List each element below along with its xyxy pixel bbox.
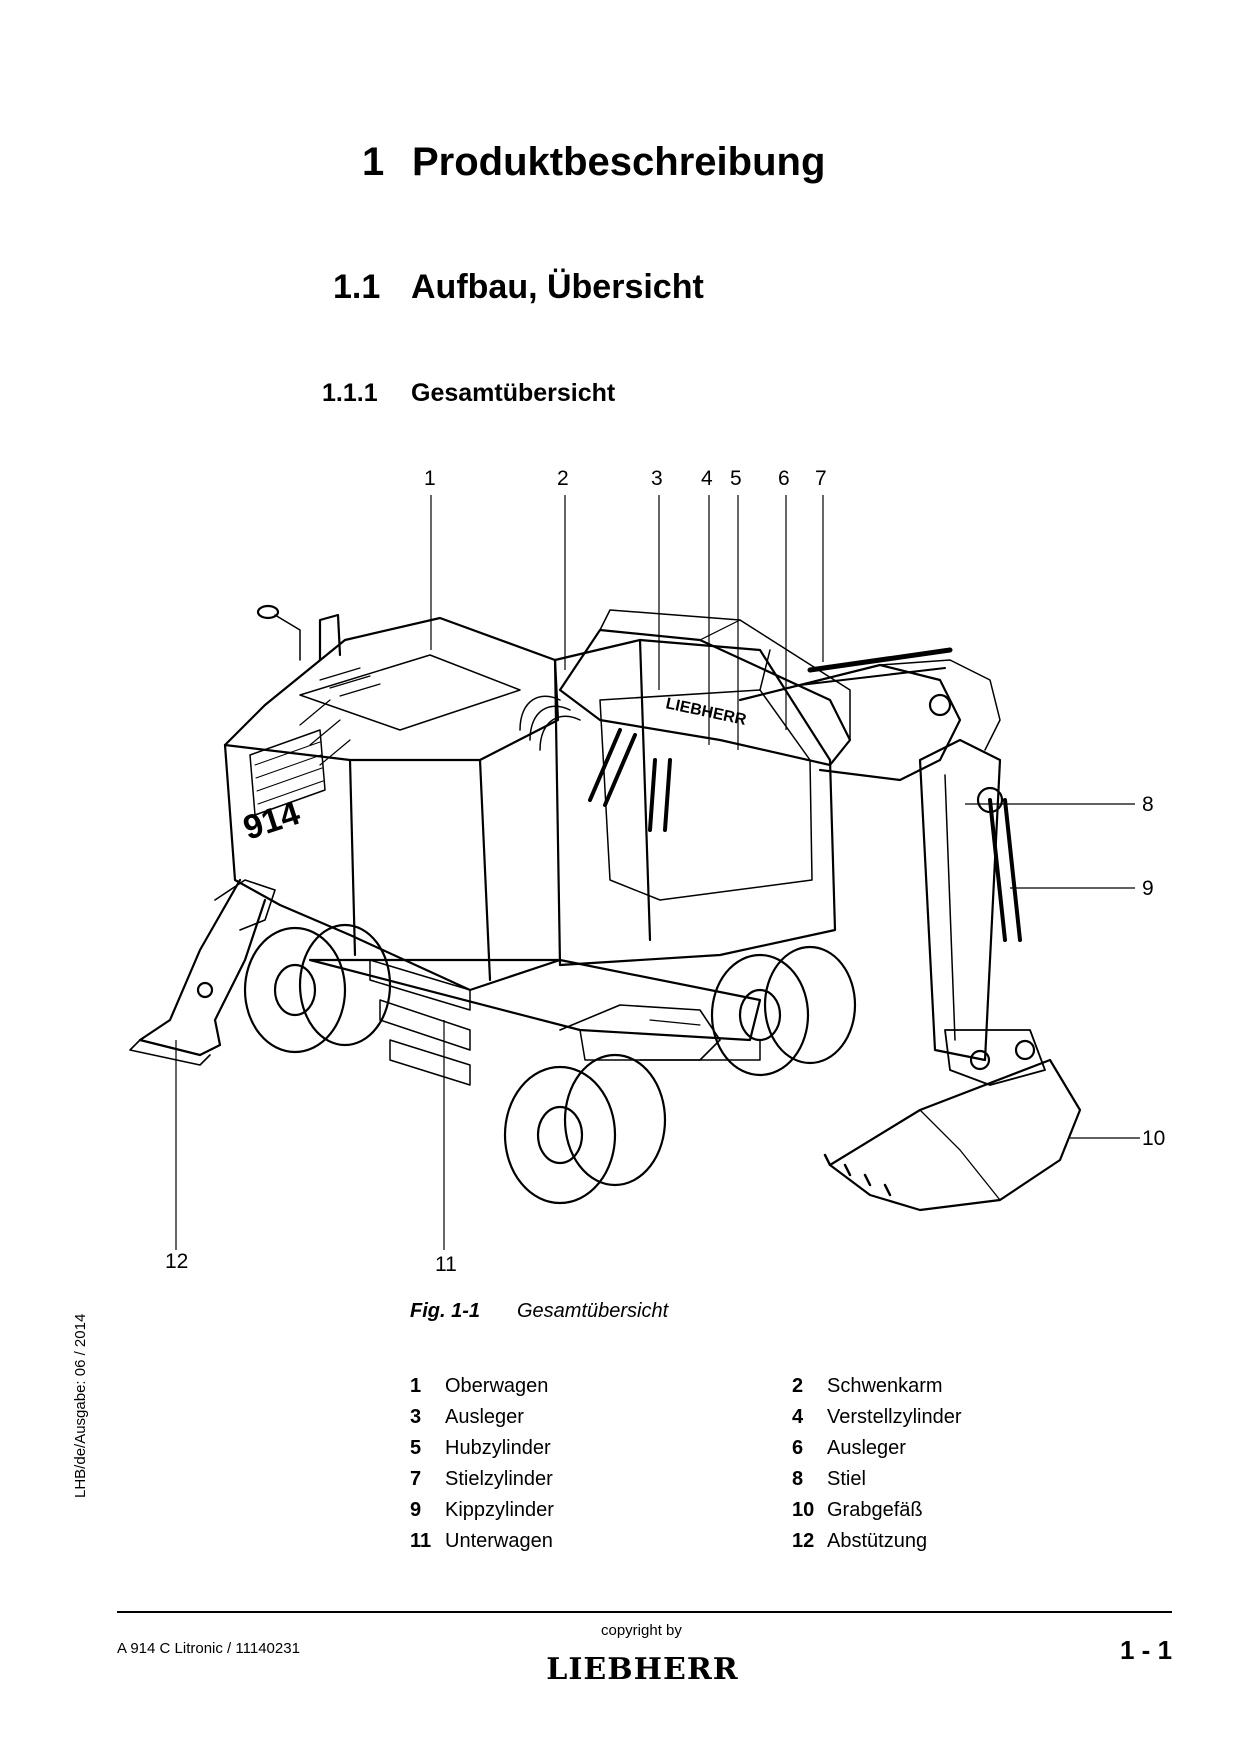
legend-label: Verstellzylinder [827,1406,962,1428]
page-number: 1 - 1 [1120,1635,1173,1665]
legend-item: 9 Kippzylinder [410,1499,554,1522]
model-mark: 914 [239,794,305,848]
legend-number: 11 [410,1530,432,1552]
legend-label: Hubzylinder [445,1437,551,1459]
edition-side-text: LHB/de/Ausgabe: 06 / 2014 [72,1313,89,1498]
legend-label: Stiel [827,1468,866,1490]
legend-label: Ausleger [827,1437,906,1459]
legend-item: 6 Ausleger [792,1437,906,1460]
callout-9: 9 [1142,877,1154,900]
legend-item: 2 Schwenkarm [792,1375,943,1398]
legend-item: 8 Stiel [792,1468,866,1491]
chapter-number: 1 [362,140,385,184]
callout-12: 12 [165,1250,188,1273]
section-heading: 1.1 Aufbau, Übersicht [333,268,704,307]
legend-number: 4 [792,1406,804,1428]
legend-number: 12 [792,1530,815,1552]
callout-3: 3 [651,467,663,490]
figure-caption: Fig. 1-1 Gesamtübersicht [410,1300,668,1323]
subsection-heading: 1.1.1 Gesamtübersicht [322,379,615,408]
subsection-title: Gesamtübersicht [411,379,616,407]
legend-label: Grabgefäß [827,1499,923,1521]
callout-numbers: 1 2 3 4 5 6 7 8 9 10 11 12 [165,467,1165,1276]
legend-label: Oberwagen [445,1375,549,1397]
callout-10: 10 [1142,1127,1165,1150]
legend-label: Ausleger [445,1406,524,1428]
boom-logo-mark: LIEBHERR [664,695,748,729]
leader-lines [175,495,1140,1250]
document-id: A 914 C Litronic / 11140231 [117,1640,300,1657]
legend-label: Stielzylinder [445,1468,553,1490]
callout-6: 6 [778,467,790,490]
legend-item: 4 Verstellzylinder [792,1406,962,1429]
legend-label: Kippzylinder [445,1499,554,1521]
callout-2: 2 [557,467,569,490]
legend-item: 7 Stielzylinder [410,1468,553,1491]
legend-number: 1 [410,1375,422,1397]
callout-8: 8 [1142,793,1154,816]
legend-number: 10 [792,1499,815,1521]
legend-number: 7 [410,1468,422,1490]
legend-item: 10 Grabgefäß [792,1499,923,1522]
legend-item: 11 Unterwagen [410,1530,553,1553]
callout-4: 4 [701,467,713,490]
legend-number: 2 [792,1375,804,1397]
legend-item: 1 Oberwagen [410,1375,548,1398]
legend-number: 5 [410,1437,422,1459]
legend-number: 3 [410,1406,422,1428]
legend-number: 8 [792,1468,804,1490]
figure-caption-label: Fig. 1-1 [410,1300,481,1322]
chapter-title: Produktbeschreibung [412,140,826,184]
section-number: 1.1 [333,268,381,306]
legend-number: 9 [410,1499,422,1521]
legend-item: 3 Ausleger [410,1406,524,1429]
callout-1: 1 [424,467,436,490]
excavator-drawing [129,604,1082,1212]
legend-item: 5 Hubzylinder [410,1437,551,1460]
subsection-number: 1.1.1 [322,379,378,407]
legend-number: 6 [792,1437,804,1459]
legend-label: Unterwagen [445,1530,553,1552]
callout-7: 7 [815,467,827,490]
figure-caption-text: Gesamtübersicht [517,1300,669,1322]
footer-divider [117,1611,1172,1613]
copyright-text: copyright by [601,1622,682,1639]
callout-11: 11 [435,1253,457,1276]
chapter-heading: 1 Produktbeschreibung [362,140,825,185]
legend-label: Abstützung [827,1530,928,1552]
legend-item: 12 Abstützung [792,1530,927,1553]
liebherr-logo: LIEBHERR [546,1652,739,1687]
legend-label: Schwenkarm [827,1375,943,1397]
excavator-figure: 914 LIEBHERR 1 2 3 4 5 6 7 8 9 10 11 12 [129,467,1165,1276]
section-title: Aufbau, Übersicht [411,268,704,306]
callout-5: 5 [730,467,742,490]
